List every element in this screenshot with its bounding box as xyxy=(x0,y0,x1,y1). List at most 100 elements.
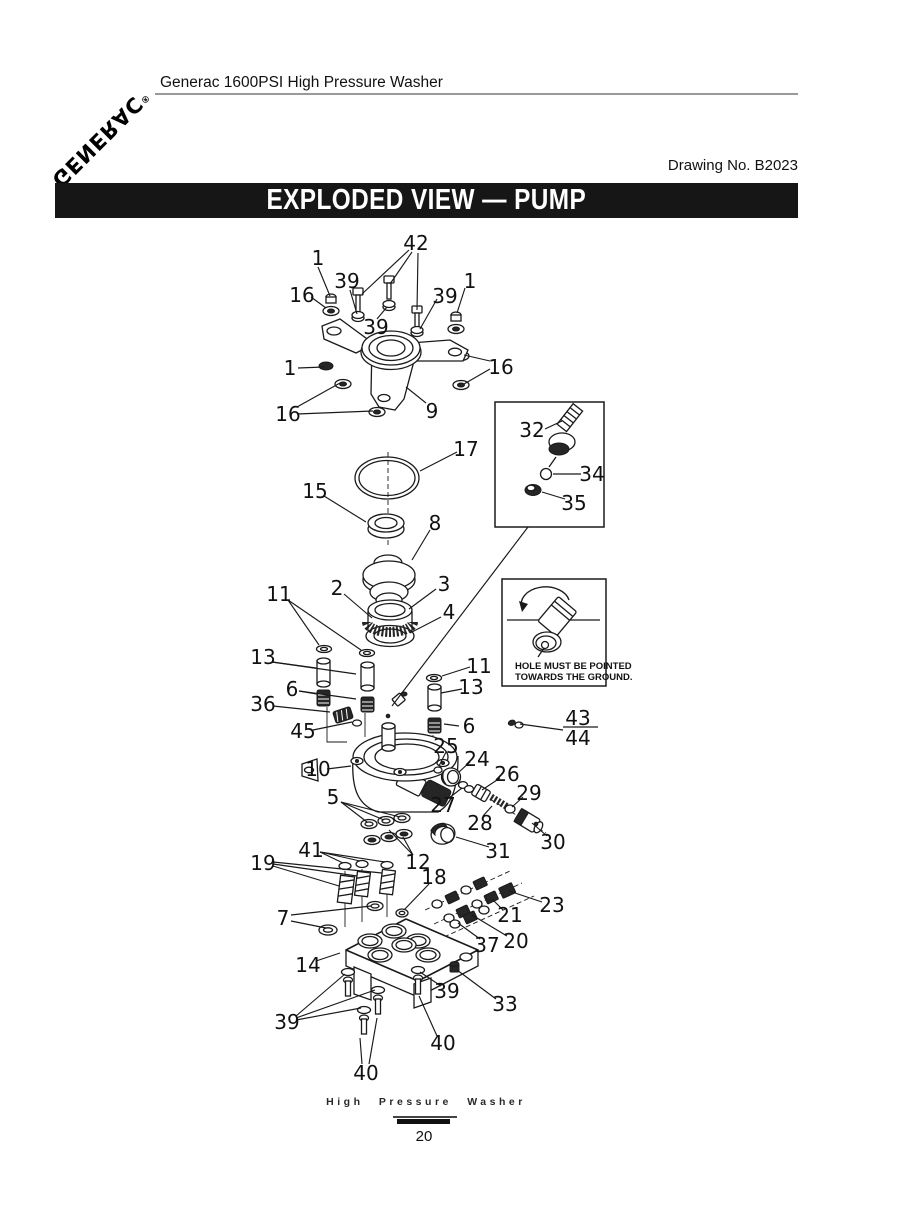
leader-line xyxy=(287,599,362,651)
leader-line xyxy=(298,690,357,700)
callout-19: 19 xyxy=(250,851,275,875)
callout-40: 40 xyxy=(353,1061,378,1085)
leader-line xyxy=(271,661,357,675)
leader-line xyxy=(418,995,438,1037)
callout-20: 20 xyxy=(503,929,528,953)
leader-line xyxy=(411,529,431,561)
leader-line xyxy=(296,382,341,408)
callout-5: 5 xyxy=(327,785,340,809)
leader-line xyxy=(419,971,442,987)
leader-line xyxy=(463,368,491,385)
leader-line xyxy=(272,861,383,874)
leader-line xyxy=(481,777,501,791)
leader-line xyxy=(455,836,490,848)
part-bearing-hub-8 xyxy=(362,554,416,608)
leader-line xyxy=(405,386,427,404)
footer-rule-thin xyxy=(393,1116,457,1118)
leader-line xyxy=(295,973,346,1017)
leader-line xyxy=(416,252,419,311)
callout-12: 12 xyxy=(405,850,430,874)
leader-line xyxy=(458,761,471,773)
callout-11: 11 xyxy=(466,654,491,678)
leader-line xyxy=(471,914,508,937)
callout-41: 41 xyxy=(298,838,323,862)
leader-line xyxy=(388,829,414,856)
leader-line xyxy=(326,765,352,770)
callout-17: 17 xyxy=(453,437,478,461)
leader-line xyxy=(315,952,341,962)
part-bottom-screws xyxy=(340,961,460,1035)
leader-line xyxy=(457,922,481,940)
leader-line xyxy=(349,289,358,315)
inset-check-valve xyxy=(494,401,605,528)
leader-line xyxy=(482,805,493,817)
leader-line xyxy=(319,851,386,863)
leader-line xyxy=(272,705,331,713)
callout-16: 16 xyxy=(488,355,513,379)
part-bearing-stack xyxy=(362,599,418,648)
callout-8: 8 xyxy=(429,511,442,535)
leader-line xyxy=(290,920,327,929)
callout-7: 7 xyxy=(277,906,290,930)
leader-line xyxy=(519,723,564,731)
callout-6: 6 xyxy=(463,714,476,738)
leader-line xyxy=(463,354,491,362)
leader-line xyxy=(419,451,458,472)
leader-line xyxy=(272,863,358,877)
leader-line xyxy=(544,420,563,430)
leader-line xyxy=(310,296,327,309)
orientation-note-line1: HOLE MUST BE POINTED xyxy=(515,661,632,672)
leader-line xyxy=(317,266,331,297)
part-crankcase-bracket xyxy=(321,318,469,411)
leader-line xyxy=(295,989,376,1019)
leader-line xyxy=(296,410,374,415)
leader-line xyxy=(391,526,529,707)
callout-40: 40 xyxy=(430,1031,455,1055)
callout-4: 4 xyxy=(443,600,456,624)
callout-16: 16 xyxy=(289,283,314,307)
leader-line xyxy=(340,801,401,818)
callout-3: 3 xyxy=(438,572,451,596)
callout-28: 28 xyxy=(467,811,492,835)
leader-line xyxy=(456,287,466,314)
section-banner: EXPLODED VIEW — PUMP xyxy=(55,183,798,218)
callout-10: 10 xyxy=(305,757,330,781)
document-title: Generac 1600PSI High Pressure Washer xyxy=(160,74,443,91)
callout-39: 39 xyxy=(434,979,459,1003)
footer-product-line: High Pressure Washer xyxy=(326,1096,526,1108)
orientation-note-line2: TOWARDS THE GROUND. xyxy=(515,672,633,683)
leader-line xyxy=(359,1037,363,1065)
callout-6: 6 xyxy=(286,677,299,701)
leader-line xyxy=(361,249,410,295)
callout-24: 24 xyxy=(464,747,489,771)
leader-line xyxy=(531,822,548,837)
leader-line xyxy=(297,366,325,369)
leader-line xyxy=(312,721,353,731)
part-seal-15 xyxy=(367,513,405,539)
callout-23: 23 xyxy=(539,893,564,917)
part-oring-17 xyxy=(354,456,420,500)
leader-line xyxy=(440,688,463,694)
part-manifold-springs xyxy=(318,859,409,936)
footer-rule-thick xyxy=(397,1119,450,1124)
leader-line xyxy=(508,890,543,903)
callout-13: 13 xyxy=(458,675,483,699)
page-number: 20 xyxy=(415,1128,433,1145)
callout-13: 13 xyxy=(250,645,275,669)
leader-line xyxy=(343,593,373,619)
part-washer-cluster xyxy=(360,812,413,846)
callout-14: 14 xyxy=(295,953,320,977)
callout-43: 43 xyxy=(565,706,590,730)
callout-39: 39 xyxy=(432,284,457,308)
leader-line xyxy=(441,666,471,677)
callout-1: 1 xyxy=(284,356,297,380)
callout-42: 42 xyxy=(403,231,428,255)
leader-line xyxy=(511,796,524,808)
callout-45: 45 xyxy=(290,719,315,743)
leader-line xyxy=(448,787,463,799)
leader-line xyxy=(456,969,497,1000)
callout-30: 30 xyxy=(540,830,565,854)
leader-layer xyxy=(271,249,598,1065)
